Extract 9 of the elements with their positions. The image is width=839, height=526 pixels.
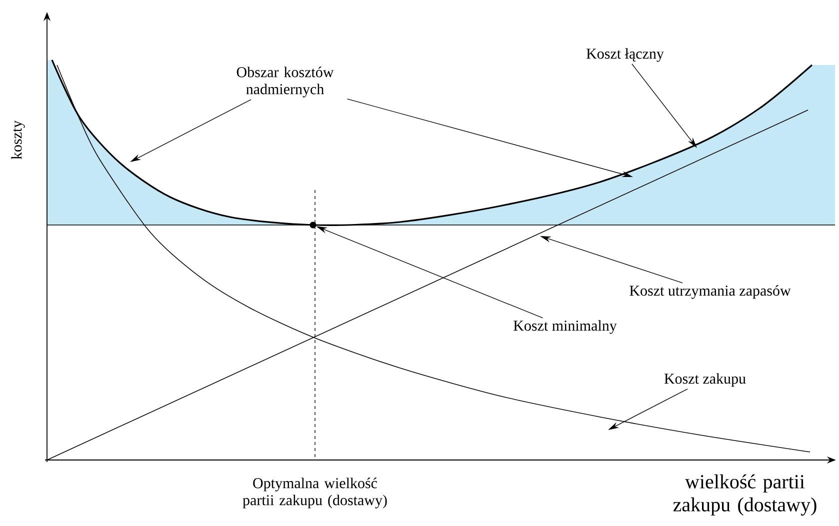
callout-text: Koszt łączny	[586, 48, 664, 62]
point-marker	[310, 222, 316, 228]
callout-text: Koszt minimalny	[514, 320, 617, 334]
callout-text: Koszt zakupu	[664, 373, 746, 387]
callout-text: Obszar kosztów nadmiernych	[236, 66, 334, 98]
axis-label: Optymalna wielkość partii zakupu (dostawy)	[242, 478, 387, 508]
axis-label: koszty	[11, 120, 25, 160]
callout-text: Koszt utrzymania zapasów	[630, 285, 791, 299]
axis-label: wielkość partii zakupu (dostawy)	[673, 474, 816, 516]
